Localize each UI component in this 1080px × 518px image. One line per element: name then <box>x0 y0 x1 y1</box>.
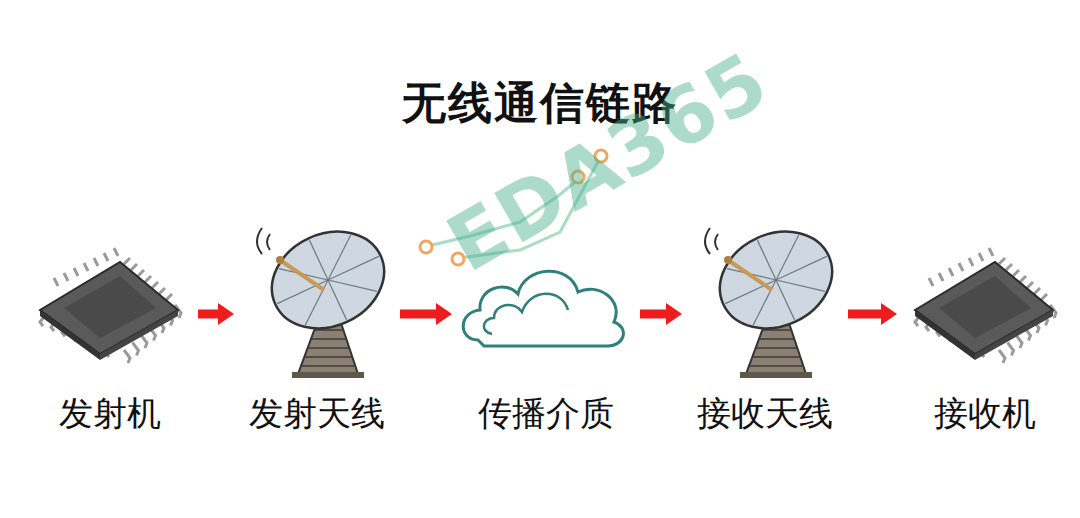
stage-texts: 发射天线 <box>240 222 394 434</box>
chip-icon <box>28 222 188 382</box>
flow-arrow <box>640 303 682 325</box>
link-stage: 发射天线 <box>240 222 394 434</box>
stage-label: 发射天线 <box>240 392 394 434</box>
watermark-text: EDA365 <box>433 34 784 289</box>
flow-arrow <box>198 303 234 325</box>
stage-texts: 接收机 <box>903 222 1067 434</box>
antenna-icon <box>240 222 390 382</box>
stage-label: 传播介质 <box>458 392 634 434</box>
flow-arrow <box>848 303 897 325</box>
flow-arrow <box>400 303 452 325</box>
stage-texts: 发射机 <box>28 222 192 434</box>
link-stage: 发射机 <box>28 222 192 434</box>
link-stage: 接收机 <box>903 222 1067 434</box>
stage-label: 接收机 <box>903 392 1067 434</box>
antenna-icon <box>688 222 838 382</box>
link-stage: 接收天线 <box>688 222 842 434</box>
stage-label: 接收天线 <box>688 392 842 434</box>
diagram-title: 无线通信链路 <box>0 74 1080 133</box>
stage-label: 发射机 <box>28 392 192 434</box>
stage-texts: 接收天线 <box>688 222 842 434</box>
chip-icon <box>903 222 1063 382</box>
